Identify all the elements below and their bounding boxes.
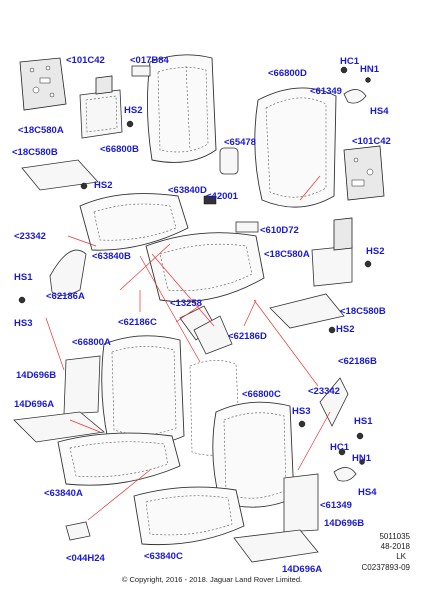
callout-hs2-c[interactable]: HS2 [366, 246, 385, 257]
callout-23342-left[interactable]: <23342 [14, 231, 46, 242]
cushion-63840c [133, 486, 245, 546]
callout-hc1-top[interactable]: HC1 [340, 56, 360, 67]
callout-hn1-bottom[interactable]: HN1 [352, 453, 372, 464]
seat-back-frame-top-left [19, 57, 67, 111]
backrest-66800b [146, 54, 217, 163]
callout-62186a[interactable]: <62186A [46, 291, 85, 302]
callout-hs4-top[interactable]: HS4 [370, 106, 389, 117]
part-610d72 [235, 221, 259, 233]
cushion-63840d [145, 232, 265, 303]
callout-62186b[interactable]: <62186B [338, 356, 377, 367]
callout-63840a[interactable]: <63840A [44, 488, 83, 499]
backrest-center [189, 360, 241, 456]
copyright-text: © Copyright, 2016 - 2018. Jaguar Land Ro… [121, 575, 303, 584]
callout-63840b[interactable]: <63840B [92, 251, 131, 262]
panel-14d696a-right [233, 529, 319, 563]
pad-044h24 [65, 521, 91, 541]
part-42001 [203, 195, 217, 205]
callout-62186c[interactable]: <62186C [118, 317, 157, 328]
reference-illustration-id: C0237893-09 [361, 563, 410, 572]
callout-14d696a-left[interactable]: 14D696A [14, 399, 55, 410]
panel-14d696b-left [63, 355, 101, 415]
seat-back-panel-right [311, 217, 353, 287]
callout-18c580a-right[interactable]: <18C580A [264, 249, 310, 260]
panel-14d696a-left [13, 411, 105, 443]
callout-18c580a-left[interactable]: <18C580A [18, 125, 64, 136]
cushion-63840b [79, 193, 189, 251]
callout-hs4-bottom[interactable]: HS4 [358, 487, 377, 498]
tray-18c580b-right [269, 293, 345, 329]
callout-101c42-top[interactable]: <101C42 [66, 55, 105, 66]
cylinder-65478 [219, 147, 239, 175]
callout-42001[interactable]: <42001 [206, 191, 238, 202]
callout-66800a[interactable]: <66800A [72, 337, 111, 348]
callout-14d696a-right[interactable]: 14D696A [282, 564, 323, 575]
reference-date: 48-2018 [380, 542, 410, 551]
callout-23342-right[interactable]: <23342 [308, 386, 340, 397]
callout-hs2-a[interactable]: HS2 [124, 105, 143, 116]
callout-66800d[interactable]: <66800D [268, 68, 307, 79]
cushion-63840a [57, 432, 181, 486]
callout-101c42-right[interactable]: <101C42 [352, 136, 391, 147]
callout-63840c[interactable]: <63840C [144, 551, 183, 562]
backrest-66800d [254, 87, 337, 208]
callout-hs3-left[interactable]: HS3 [14, 318, 33, 329]
clip-61349-top [343, 89, 367, 104]
callout-66800c[interactable]: <66800C [242, 389, 281, 400]
seat-back-frame-right [343, 145, 385, 201]
panel-14d696b-right [283, 473, 319, 533]
callout-61349-top[interactable]: <61349 [310, 86, 342, 97]
backrest-66800c [212, 401, 295, 508]
callout-13258[interactable]: <13258 [170, 298, 202, 309]
callout-hs1-right[interactable]: HS1 [354, 416, 373, 427]
callout-hs1-left[interactable]: HS1 [14, 272, 33, 283]
clip-61349-bottom [333, 467, 357, 482]
fasteners [18, 66, 372, 465]
backrest-66800a [101, 335, 185, 446]
callout-017b84[interactable]: <017B84 [130, 55, 169, 66]
callout-hs2-b[interactable]: HS2 [94, 180, 113, 191]
callout-62186d[interactable]: <62186D [228, 331, 267, 342]
callout-18c580b-right[interactable]: <18C580B [340, 306, 386, 317]
seat-back-panel-top-left [79, 75, 123, 139]
callout-66800b[interactable]: <66800B [100, 144, 139, 155]
callout-61349-bottom[interactable]: <61349 [320, 500, 352, 511]
guide-017b84 [131, 65, 151, 77]
callout-hs2-d[interactable]: HS2 [336, 324, 355, 335]
trim-62186a [49, 249, 87, 296]
callout-63840d[interactable]: <63840D [168, 185, 207, 196]
trim-62186b [319, 377, 349, 427]
trim-62186d [193, 315, 233, 355]
callout-044h24[interactable]: <044H24 [66, 553, 105, 564]
callout-14d696b-left[interactable]: 14D696B [16, 370, 57, 381]
reference-number: 5011035 [379, 532, 410, 541]
callout-14d696b-right[interactable]: 14D696B [324, 518, 365, 529]
callout-hs3-right[interactable]: HS3 [292, 406, 311, 417]
leader-lines [45, 175, 331, 521]
tray-18c580b-left [21, 159, 99, 191]
callout-610d72[interactable]: <610D72 [260, 225, 299, 236]
callout-65478[interactable]: <65478 [224, 137, 256, 148]
callout-18c580b-left[interactable]: <18C580B [12, 147, 58, 158]
callout-hc1-bottom[interactable]: HC1 [330, 442, 350, 453]
reference-code: LK [396, 552, 406, 561]
callout-hn1-top[interactable]: HN1 [360, 64, 380, 75]
